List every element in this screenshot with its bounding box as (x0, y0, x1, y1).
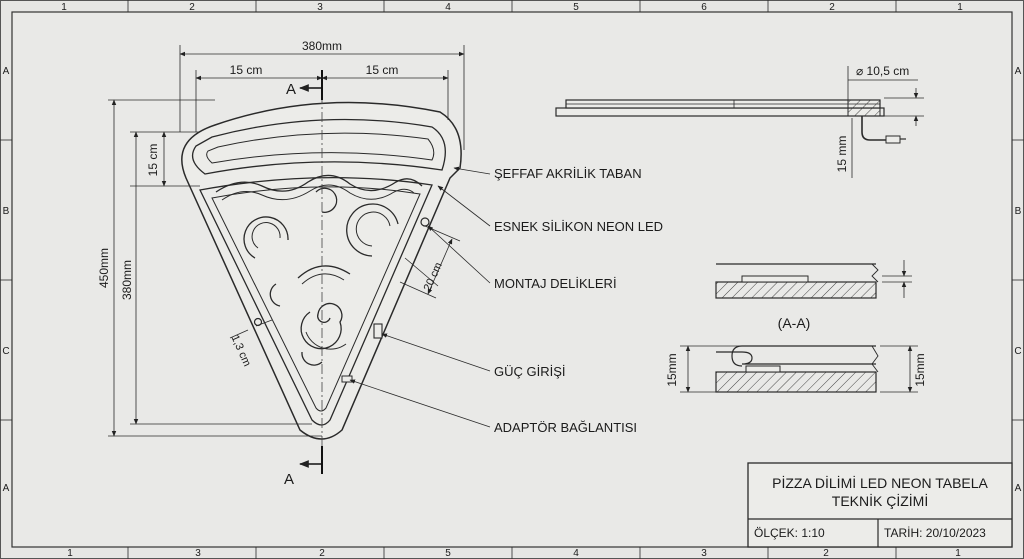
callout-power-input: GÜÇ GİRİŞİ (494, 364, 566, 379)
zone-label: 1 (61, 2, 67, 13)
top-zone-labels: 1 2 3 4 5 6 2 1 (61, 2, 963, 13)
section-title: (A-A) (778, 315, 811, 331)
bottom-zone-labels: 1 3 2 5 4 3 2 1 (67, 548, 961, 559)
title-line-1: PİZZA DİLİMİ LED NEON TABELA (772, 474, 988, 491)
zone-label: 2 (319, 548, 325, 559)
zone-label: 1 (67, 548, 73, 559)
neon-pepperoni (243, 187, 399, 366)
zone-label: 2 (823, 548, 829, 559)
callout-leaders (349, 166, 491, 428)
zone-label: 5 (445, 548, 451, 559)
zone-label: A (3, 66, 10, 77)
zone-label: 1 (957, 2, 963, 13)
section-cut-marks: A A (284, 70, 323, 488)
front-view-dimensions (108, 45, 465, 437)
side-thickness-dim: 15 mm (835, 136, 849, 173)
zone-label: 4 (445, 2, 451, 13)
cable-plug (885, 135, 901, 144)
pizza-slice-front-view (181, 76, 462, 470)
zone-label: 2 (189, 2, 195, 13)
callout-adapter-connection: ADAPTÖR BAĞLANTISI (494, 420, 637, 435)
neon-cheese-wave (215, 174, 423, 193)
zone-label: 2 (829, 2, 835, 13)
neon-slice-outline-inner (211, 186, 421, 412)
zone-label: B (1015, 206, 1022, 217)
acrylic-base-outline (181, 101, 462, 440)
overall-width-dim: 380mm (302, 39, 342, 53)
zone-label: C (1014, 346, 1021, 357)
zone-label: C (2, 346, 9, 357)
power-inlet (373, 323, 383, 339)
zone-label: 3 (195, 548, 201, 559)
callout-mounting-holes: MONTAJ DELİKLERİ (494, 276, 617, 291)
half-right-dim: 15 cm (366, 63, 399, 77)
overall-height-dim: 450mm (97, 248, 111, 288)
title-block: PİZZA DİLİMİ LED NEON TABELA TEKNİK ÇİZİ… (747, 462, 1013, 548)
side-view (555, 66, 924, 178)
neon-crust-tube (191, 118, 446, 175)
date-label: TARİH: 20/10/2023 (884, 526, 986, 540)
zone-label: 6 (701, 2, 707, 13)
zone-label: A (1015, 66, 1022, 77)
zone-label: 3 (701, 548, 707, 559)
scale-label: ÖLÇEK: 1:10 (754, 526, 825, 540)
left-zone-labels: A B C A (2, 66, 9, 494)
callout-acrylic-base: ŞEFFAF AKRİLİK TABAN (494, 166, 642, 181)
inner-height-dim: 380mm (120, 260, 134, 300)
adapter-connector (341, 375, 353, 383)
zone-label: A (1015, 483, 1022, 494)
title-line-2: TEKNİK ÇİZİMİ (832, 492, 928, 509)
section-mark-bottom: A (284, 471, 294, 488)
section-a-a-view (715, 260, 912, 299)
zone-label: 4 (573, 548, 579, 559)
neon-crust-inner (206, 132, 435, 164)
callout-flexible-neon: ESNEK SİLİKON NEON LED (494, 219, 663, 234)
zone-label: B (3, 206, 10, 217)
callout-labels: ŞEFFAF AKRİLİK TABAN ESNEK SİLİKON NEON … (494, 166, 663, 435)
top-band-dim: 15 cm (146, 144, 160, 177)
neon-slice-outline (199, 176, 433, 426)
detail-height-left-dim: 15mm (665, 353, 679, 386)
half-left-dim: 15 cm (230, 63, 263, 77)
section-mark-top: A (286, 81, 296, 98)
zone-label: A (3, 483, 10, 494)
power-cable (861, 116, 886, 141)
zone-label: 5 (573, 2, 579, 13)
detail-bend-view (680, 345, 918, 393)
side-diameter-dim: ⌀ 10,5 cm (856, 64, 909, 78)
neon-cheese-wave-inner (221, 184, 415, 201)
zone-label: 1 (955, 548, 961, 559)
detail-height-right-dim: 15mm (913, 353, 927, 386)
zone-label: 3 (317, 2, 323, 13)
right-zone-labels: A B C A (1014, 66, 1021, 494)
